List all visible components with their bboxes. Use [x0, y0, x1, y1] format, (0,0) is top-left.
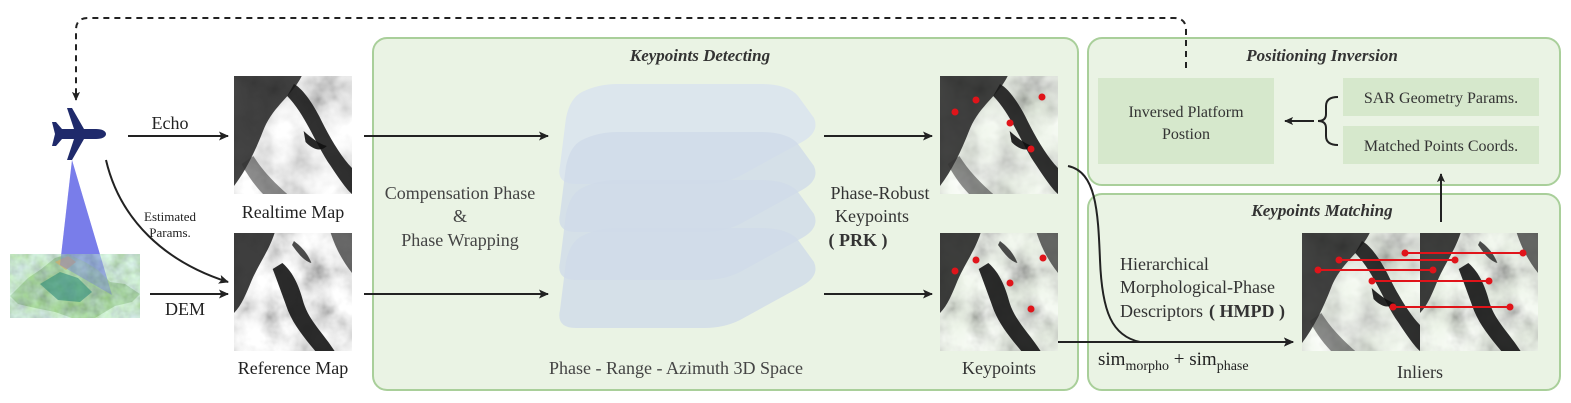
keypoint-dot: [1485, 277, 1493, 285]
prk-keypoint-image: [940, 76, 1058, 194]
space-plane-4: [559, 228, 816, 328]
keypoint-dot: [1506, 303, 1514, 311]
estimated-params-label-line2: Params.: [149, 225, 191, 240]
inliers-label: Inliers: [1397, 362, 1443, 382]
reference-map-label: Reference Map: [238, 358, 348, 378]
reference-keypoint-image: [940, 233, 1058, 351]
keypoint-dot: [1519, 249, 1527, 257]
keypoint-dot: [1039, 254, 1047, 262]
feedback-dashed-arrow: [71, 17, 1187, 101]
sim-phase-base: sim: [1189, 349, 1217, 370]
sim-morpho-sub: morpho: [1125, 359, 1169, 374]
sim-morpho-base: sim: [1098, 349, 1126, 370]
match-lines: [1318, 252, 1523, 308]
compensation-text-line2: &: [453, 206, 467, 226]
dem-label: DEM: [165, 299, 205, 319]
sar-geometry-label: SAR Geometry Params.: [1364, 90, 1518, 107]
inversed-platform-box: [1098, 78, 1274, 164]
estimated-params-arrow: [105, 159, 229, 284]
keypoint-dot: [972, 96, 980, 104]
keypoint-dot: [1335, 256, 1343, 264]
keypoint-dot: [1451, 256, 1459, 264]
hmpd-text-line3: Descriptors ( HMPD ): [1120, 301, 1285, 322]
dem-terrain-icon: [10, 160, 140, 318]
estimated-params-label-line1: Estimated: [144, 209, 196, 224]
phase-range-azimuth-space: [559, 84, 816, 328]
prk-to-inliers-curve: [1067, 165, 1294, 347]
space-label: Phase - Range - Azimuth 3D Space: [549, 358, 803, 378]
reference-map-image: [234, 233, 352, 351]
compensation-text-line1: Compensation Phase: [385, 183, 536, 203]
combine-brace: [1317, 96, 1339, 146]
keypoint-dot: [951, 267, 959, 275]
matched-points-box: [1343, 126, 1539, 164]
compensation-text-line3: Phase Wrapping: [401, 230, 518, 250]
sar-geometry-box: [1343, 78, 1539, 116]
keypoint-dot: [1038, 93, 1046, 101]
keypoint-dot: [1314, 266, 1322, 274]
inliers-image: [1302, 233, 1538, 351]
similarity-formula: simmorpho + simphase: [1098, 349, 1249, 374]
hmpd-abbrev: ( HMPD ): [1209, 301, 1285, 322]
keypoint-dot: [1401, 249, 1409, 257]
keypoints-detecting-title: Keypoints Detecting: [629, 46, 771, 65]
inversed-platform-line2: Postion: [1162, 126, 1210, 143]
realtime-map-image: [234, 76, 352, 194]
realtime-map-label: Realtime Map: [242, 202, 344, 222]
keypoint-dot: [1368, 277, 1376, 285]
keypoints-label: Keypoints: [962, 358, 1036, 378]
inversed-platform-line1: Inversed Platform: [1128, 104, 1244, 121]
echo-label: Echo: [152, 113, 189, 133]
match-points: [1314, 249, 1527, 311]
keypoint-dot: [951, 108, 959, 116]
hmpd-descriptors-word: Descriptors: [1120, 301, 1203, 321]
prk-text-line1: Phase-Robust: [831, 183, 930, 203]
hmpd-text-line1: Hierarchical: [1120, 254, 1209, 274]
matched-points-label: Matched Points Coords.: [1364, 138, 1518, 155]
sim-plus: +: [1169, 349, 1189, 370]
keypoint-dot: [1027, 145, 1035, 153]
prk-text-line2: Keypoints: [835, 206, 909, 226]
keypoint-dot: [1389, 303, 1397, 311]
keypoint-dot: [1027, 305, 1035, 313]
sim-phase-sub: phase: [1217, 359, 1249, 374]
keypoint-dot: [1006, 279, 1014, 287]
airplane-icon: [52, 108, 106, 160]
prk-text-line3: ( PRK ): [829, 230, 888, 251]
hmpd-text-line2: Morphological-Phase: [1120, 277, 1275, 297]
keypoint-dot: [1006, 119, 1014, 127]
positioning-inversion-title: Positioning Inversion: [1245, 46, 1398, 65]
keypoint-dot: [972, 256, 980, 264]
keypoints-matching-title: Keypoints Matching: [1250, 201, 1393, 220]
keypoint-dot: [1429, 266, 1437, 274]
